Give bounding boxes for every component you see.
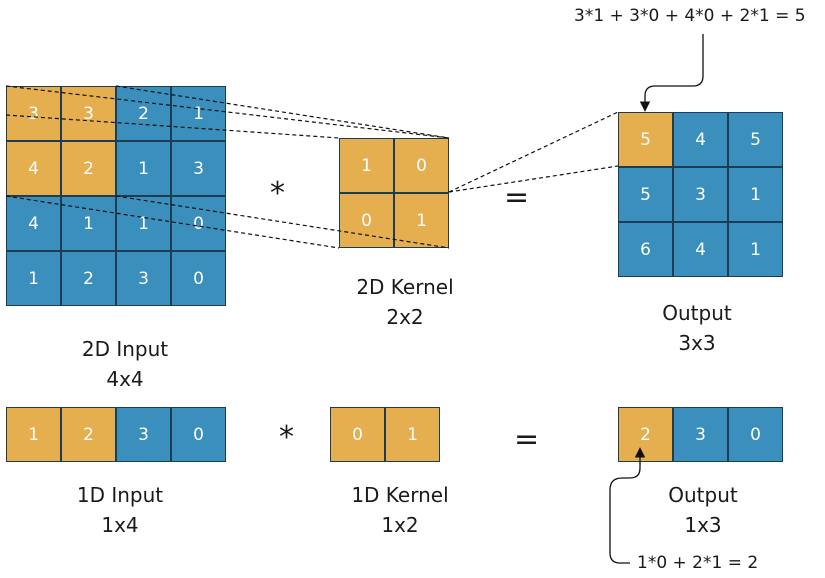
input-2d-cell-0-2: 2 xyxy=(116,86,171,141)
output-2d-cell-1-1: 3 xyxy=(673,167,728,222)
input-2d-size: 4x4 xyxy=(106,367,144,391)
input-1d-label: 1D Input 1x4 xyxy=(60,480,180,540)
kernel-1d-size: 1x2 xyxy=(381,513,419,537)
input-2d-cell-0-0: 3 xyxy=(6,86,61,141)
output-1d-label: Output 1x3 xyxy=(643,480,763,540)
input-2d-cell-3-2: 3 xyxy=(116,251,171,306)
kernel-2d-cell-1-1: 1 xyxy=(394,193,449,248)
input-2d-cell-2-0: 4 xyxy=(6,196,61,251)
output-2d-cell-2-2: 1 xyxy=(728,222,783,277)
input-2d-cell-1-1: 2 xyxy=(61,141,116,196)
kernel-1d-title: 1D Kernel xyxy=(351,483,449,507)
input-1d-size: 1x4 xyxy=(101,513,139,537)
output-2d-cell-2-1: 4 xyxy=(673,222,728,277)
input-2d-cell-2-1: 1 xyxy=(61,196,116,251)
kernel-2d-label: 2D Kernel 2x2 xyxy=(335,272,475,332)
input-2d-title: 2D Input xyxy=(81,337,169,361)
input-2d-cell-2-3: 0 xyxy=(171,196,226,251)
kernel-2d-title: 2D Kernel xyxy=(356,275,454,299)
conv-operator-1d: * xyxy=(279,420,294,455)
output-2d-cell-0-1: 4 xyxy=(673,112,728,167)
output-2d-title: Output xyxy=(662,301,732,325)
input-2d-cell-3-3: 0 xyxy=(171,251,226,306)
output-2d-cell-0-0: 5 xyxy=(618,112,673,167)
input-2d-cell-1-2: 1 xyxy=(116,141,171,196)
equals-operator-1d: = xyxy=(514,422,540,457)
input-2d-cell-2-2: 1 xyxy=(116,196,171,251)
output-2d-cell-1-2: 1 xyxy=(728,167,783,222)
kernel-1d-label: 1D Kernel 1x2 xyxy=(330,480,470,540)
formula-2d: 3*1 + 3*0 + 4*0 + 2*1 = 5 xyxy=(574,6,806,26)
input-1d-cell-3: 0 xyxy=(171,407,226,462)
conv-operator-2d: * xyxy=(270,176,285,211)
output-2d-cell-1-0: 5 xyxy=(618,167,673,222)
output-1d-title: Output xyxy=(668,483,738,507)
output-2d-cell-0-2: 5 xyxy=(728,112,783,167)
input-1d-cell-1: 2 xyxy=(61,407,116,462)
kernel-1d-cell-0: 0 xyxy=(330,407,385,462)
input-2d-cell-1-3: 3 xyxy=(171,141,226,196)
output-1d-size: 1x3 xyxy=(684,513,722,537)
formula-1d: 1*0 + 2*1 = 2 xyxy=(637,553,759,573)
input-2d-cell-3-1: 2 xyxy=(61,251,116,306)
input-2d-cell-1-0: 4 xyxy=(6,141,61,196)
input-1d-cell-2: 3 xyxy=(116,407,171,462)
kernel-2d-cell-0-0: 1 xyxy=(339,138,394,193)
output-1d-cell-2: 0 xyxy=(728,407,783,462)
equals-operator-2d: = xyxy=(504,180,530,215)
output-2d-label: Output 3x3 xyxy=(637,298,757,358)
output-1d-cell-0: 2 xyxy=(618,407,673,462)
kernel-1d-cell-1: 1 xyxy=(385,407,440,462)
input-2d-cell-3-0: 1 xyxy=(6,251,61,306)
output-2d-size: 3x3 xyxy=(678,331,716,355)
input-2d-cell-0-3: 1 xyxy=(171,86,226,141)
input-2d-label: 2D Input 4x4 xyxy=(60,334,190,394)
kernel-2d-size: 2x2 xyxy=(386,305,424,329)
dash-kernel-to-output-1 xyxy=(448,111,619,193)
input-1d-cell-0: 1 xyxy=(6,407,61,462)
kernel-2d-cell-1-0: 0 xyxy=(339,193,394,248)
input-2d-cell-0-1: 3 xyxy=(61,86,116,141)
dash-kernel-to-output-2 xyxy=(448,165,619,193)
output-2d-cell-2-0: 6 xyxy=(618,222,673,277)
output-1d-cell-1: 3 xyxy=(673,407,728,462)
arrow-bottom-formula xyxy=(609,447,646,564)
kernel-2d-cell-0-1: 0 xyxy=(394,138,449,193)
arrow-top-formula xyxy=(639,34,704,112)
input-1d-title: 1D Input xyxy=(76,483,164,507)
